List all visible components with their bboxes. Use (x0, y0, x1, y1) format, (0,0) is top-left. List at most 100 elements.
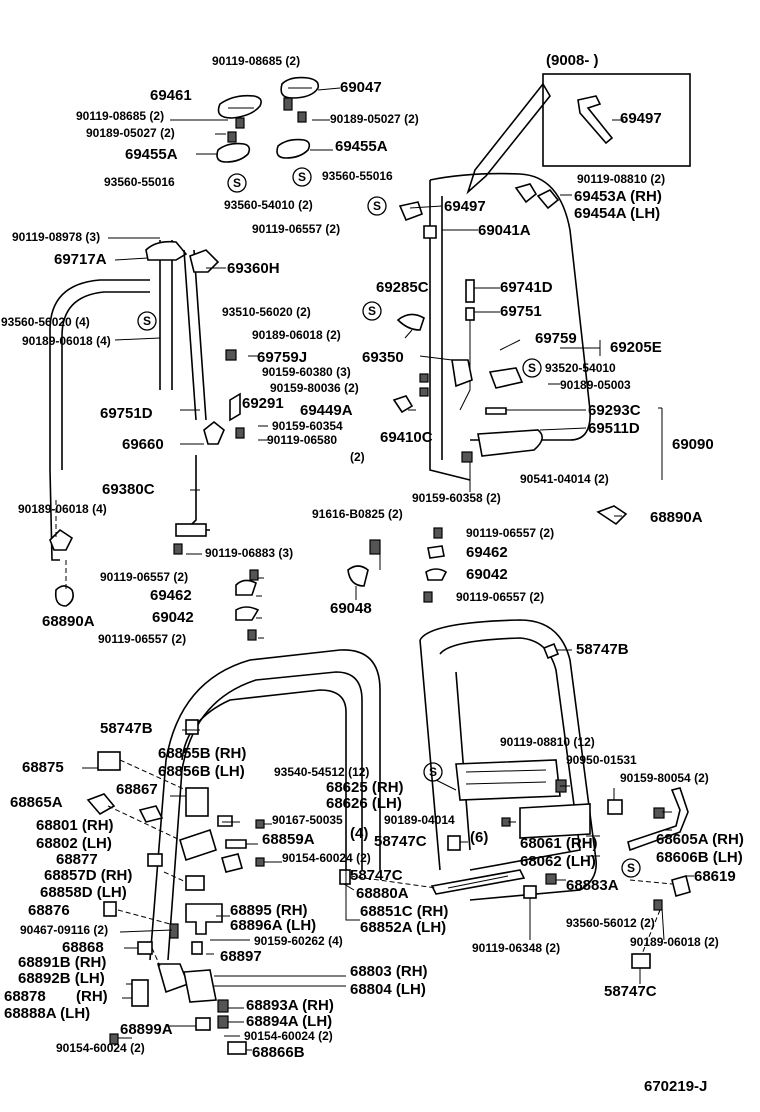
label-l1: 90119-08685 (2) (212, 54, 301, 68)
label-l36: 90189-05003 (560, 378, 631, 392)
part-68875 (97, 751, 121, 771)
label-l57: 90119-06557 (2) (100, 570, 189, 584)
part-69380c (184, 455, 210, 531)
label-l16: 69454A (LH) (574, 205, 661, 222)
label-l90: 90154-60024 (2) (282, 851, 371, 865)
label-l78: 90167-50035 (272, 813, 343, 827)
label-l111: 68803 (RH) (350, 963, 428, 980)
left-door-outline (49, 279, 150, 470)
label-l81: 68859A (262, 831, 315, 848)
label-l67: 68855B (RH) (158, 745, 247, 762)
label-l118: 68893A (RH) (246, 997, 334, 1014)
label-l10: 93560-55016 (322, 169, 393, 183)
label-l20: 69717A (54, 251, 107, 268)
label-l113: 68804 (LH) (350, 981, 426, 998)
label-l112: 68892B (LH) (18, 970, 105, 987)
part-68877 (147, 853, 163, 867)
inset-box (542, 73, 691, 167)
part-68876 (103, 901, 117, 917)
s-symbol: S (298, 170, 307, 184)
s-symbol: S (627, 861, 636, 875)
label-l30: 90189-06018 (4) (22, 334, 111, 348)
label-l100: 68851C (RH) (360, 903, 449, 920)
label-l82: (4) (350, 825, 369, 842)
label-inset: (9008- ) (546, 52, 599, 69)
label-l54: 90119-06557 (2) (466, 526, 555, 540)
label-l80: 68801 (RH) (36, 817, 114, 834)
part-68890a-right (596, 505, 628, 526)
label-l25: 69751 (500, 303, 542, 320)
label-l120: 68899A (120, 1021, 173, 1038)
label-l6: 90189-05027 (2) (86, 126, 175, 140)
diagram-code: 670219-J (644, 1078, 708, 1095)
part-68801 (179, 828, 217, 862)
label-l73: 68625 (RH) (326, 779, 404, 796)
part-68605a (627, 787, 689, 852)
label-l95: 68858D (LH) (40, 884, 127, 901)
label-l26: 93560-56020 (4) (1, 315, 90, 329)
part-69285c (396, 313, 425, 331)
label-l83: 58747C (374, 833, 427, 850)
label-l4: 90119-08685 (2) (76, 109, 165, 123)
label-l68: 68856B (LH) (158, 763, 245, 780)
label-l93: 58747C (350, 867, 403, 884)
label-l105: 90159-60262 (4) (254, 934, 343, 948)
label-l40: 69751D (100, 405, 153, 422)
label-l97: 68880A (356, 885, 409, 902)
part-58747c-right (631, 953, 651, 969)
label-l17: 90119-08978 (3) (12, 230, 101, 244)
label-l24: 93510-56020 (2) (222, 305, 311, 319)
label-l62: 68890A (42, 613, 95, 630)
part-68891b (156, 963, 190, 994)
label-l76: 68626 (LH) (326, 795, 402, 812)
label-l37: 69291 (242, 395, 284, 412)
label-l71: 93540-54512 (12) (274, 765, 370, 779)
label-l59: 69462 (150, 587, 192, 604)
label-l32: 69350 (362, 349, 404, 366)
label-l64: 90119-06557 (2) (98, 632, 187, 646)
part-68865a (86, 793, 116, 816)
part-68866b (227, 1041, 247, 1055)
label-l47: (2) (350, 450, 365, 464)
label-l87: 68061 (RH) (520, 835, 598, 852)
s-symbol: S (429, 765, 438, 779)
label-l114: 68878 (4, 988, 46, 1005)
pointer-arrow (466, 82, 551, 195)
label-l3: 69461 (150, 87, 192, 104)
label-l92: 68857D (RH) (44, 867, 133, 884)
label-l60: 69048 (330, 600, 372, 617)
part-69660 (203, 420, 225, 445)
label-l55: 90119-06883 (3) (205, 546, 294, 560)
s-symbol: S (373, 199, 382, 213)
label-l34: 93520-54010 (545, 361, 616, 375)
s-symbol-group (137, 167, 641, 878)
label-l2: 69047 (340, 79, 382, 96)
label-l48: 69380C (102, 481, 155, 498)
label-l66: 58747B (100, 720, 153, 737)
label-l13: 93560-54010 (2) (224, 198, 313, 212)
label-l79: 90189-04014 (384, 813, 455, 827)
label-l52: 91616-B0825 (2) (312, 507, 403, 521)
label-l5: 90189-05027 (2) (330, 112, 419, 126)
label-l72: 90950-01531 (566, 753, 637, 767)
label-l61: 90119-06557 (2) (456, 590, 545, 604)
right-door-outline (429, 172, 591, 441)
part-68890a-left (54, 585, 74, 607)
label-l14: 69497 (444, 198, 486, 215)
part-68895 (185, 903, 223, 935)
part-69048 (347, 565, 369, 587)
label-l86: 68802 (LH) (36, 835, 112, 852)
label-l89: 68877 (56, 851, 98, 868)
label-l51: 90189-06018 (4) (18, 502, 107, 516)
label-l96: 68883A (566, 877, 619, 894)
label-l103: 93560-56012 (2) (566, 916, 655, 930)
label-l85: 68605A (RH) (656, 831, 744, 848)
label-l88: 68606B (LH) (656, 849, 743, 866)
lower-right-frame (419, 619, 597, 901)
label-l49: 90541-04014 (2) (520, 472, 609, 486)
label-l101: 68896A (LH) (230, 917, 317, 934)
label-l9: 93560-55016 (104, 175, 175, 189)
label-l21: 69360H (227, 260, 280, 277)
label-l39: 69293C (588, 402, 641, 419)
label-l45: 69410C (380, 429, 433, 446)
